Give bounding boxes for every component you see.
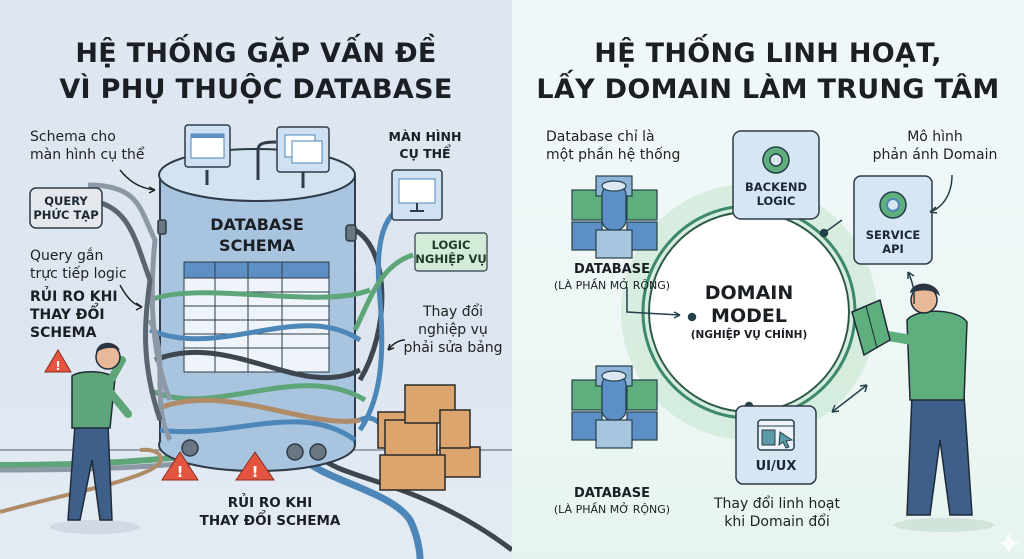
label-specific-screen: MÀN HÌNH CỤ THỂ [388, 129, 462, 161]
right-title-line2: LẤY DOMAIN LÀM TRUNG TÂM [536, 74, 1000, 105]
note-db-part: Database chỉ là một phần hệ thống [546, 129, 681, 163]
warning-icon: ! [44, 349, 72, 373]
label-domain-model: DOMAIN MODEL (NGHIỆP VỤ CHÍNH) [690, 282, 808, 341]
database-cube-icon [571, 365, 658, 449]
note-model-reflects: Mô hình phản ánh Domain [872, 129, 998, 163]
monitor-icon-right [391, 169, 443, 221]
svg-text:!: ! [177, 463, 184, 481]
label-database-bottom: DATABASE (LÀ PHẦN MỞ RỘNG) [553, 486, 671, 516]
label-risk-bottom: RỦI RO KHI THAY ĐỔI SCHEMA [199, 495, 341, 529]
label-business-logic: LOGIC NGHIỆP VỤ [415, 238, 487, 266]
query-complex-box [29, 187, 103, 229]
service-api-box [853, 175, 933, 265]
right-panel: HỆ THỐNG LINH HOẠT, LẤY DOMAIN LÀM TRUNG… [512, 0, 1024, 559]
left-panel: HỆ THỐNG GẶP VẤN ĐỀ VÌ PHỤ THUỘC DATABAS… [0, 0, 512, 559]
note-query-bound: Query gắn trực tiếp logic [30, 248, 127, 282]
left-illustration: ! ! ! [0, 124, 512, 559]
monitor-icon-top-left [184, 124, 231, 185]
annotation-arrows [626, 174, 953, 413]
label-risk-left: RỦI RO KHI THAY ĐỔI SCHEMA [30, 289, 118, 341]
database-cube-icon [571, 175, 658, 259]
right-title-line1: HỆ THỐNG LINH HOẠT, [594, 38, 942, 69]
tangled-cables [87, 182, 414, 443]
right-title: HỆ THỐNG LINH HOẠT, LẤY DOMAIN LÀM TRUNG… [512, 36, 1024, 108]
box-icon [377, 384, 481, 491]
cable-blue [297, 452, 424, 559]
left-title: HỆ THỐNG GẶP VẤN ĐỀ VÌ PHỤ THUỘC DATABAS… [0, 36, 512, 108]
svg-text:!: ! [55, 359, 60, 373]
gear-icon [879, 191, 907, 219]
arrow [119, 169, 156, 191]
note-flexible-change: Thay đổi linh hoạt khi Domain đổi [713, 496, 840, 530]
note-schema-for-screen: Schema cho màn hình cụ thể [30, 129, 145, 163]
warning-icon: ! [235, 451, 275, 481]
label-service-api: SERVICE API [865, 228, 921, 256]
svg-text:!: ! [252, 463, 259, 481]
note-business-change: Thay đổi nghiệp vụ phải sửa bảng [403, 304, 503, 356]
left-title-line1: HỆ THỐNG GẶP VẤN ĐỀ [75, 38, 437, 69]
sparkle-icon [999, 533, 1019, 553]
label-database-top: DATABASE (LÀ PHẦN MỞ RỘNG) [553, 262, 671, 292]
left-title-line2: VÌ PHỤ THUỘC DATABASE [59, 74, 453, 105]
label-database-schema: DATABASE SCHEMA [210, 215, 304, 255]
label-query-complex: QUERY PHỨC TẠP [33, 194, 99, 222]
gear-icon [762, 146, 790, 174]
annotation-arrows [119, 169, 406, 351]
cable-brown [0, 447, 163, 514]
business-logic-box [414, 232, 488, 272]
puzzle-icon [851, 298, 891, 357]
label-backend-logic: BACKEND LOGIC [744, 180, 808, 208]
label-uiux: UI/UX [755, 459, 797, 474]
monitor-icon-top-right [256, 126, 330, 188]
stressed-person-figure [50, 342, 140, 534]
window-cursor-icon [757, 419, 795, 451]
schema-table [183, 261, 330, 373]
person-figure [851, 283, 994, 532]
backend-logic-box [732, 130, 820, 220]
warning-icon: ! [161, 451, 199, 481]
right-illustration [571, 130, 1019, 553]
connectors [157, 219, 357, 461]
